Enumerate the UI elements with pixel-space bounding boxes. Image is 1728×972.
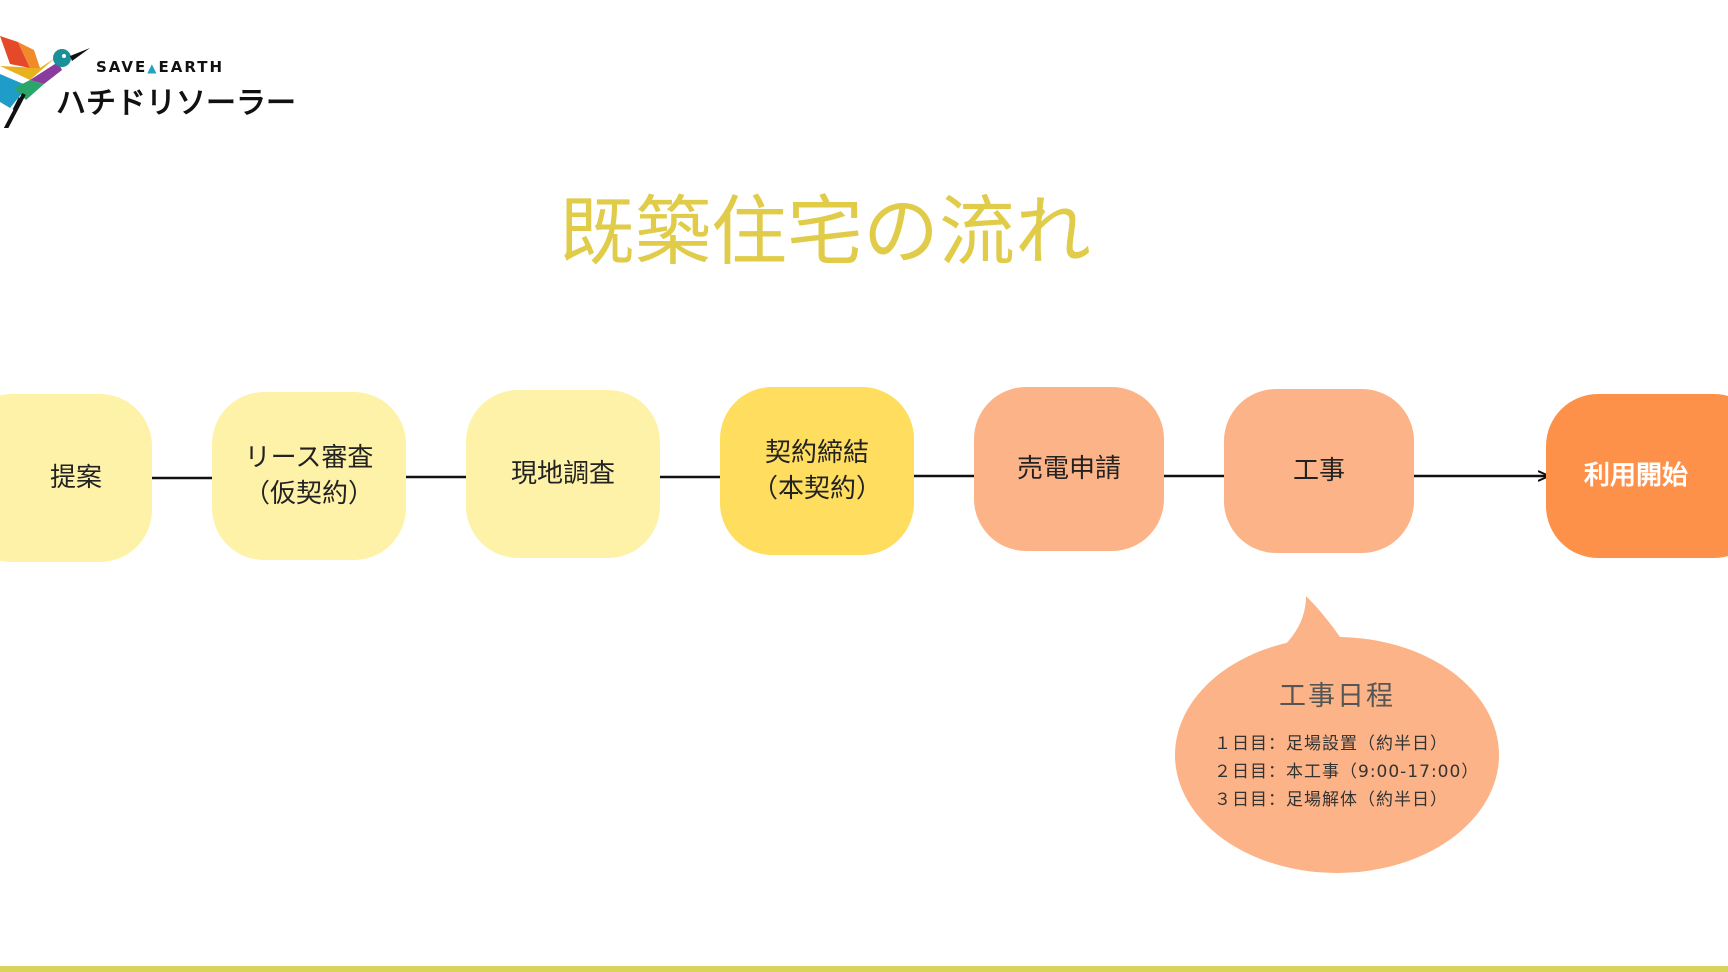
- flow-step-contract: 契約締結 （本契約）: [720, 387, 914, 555]
- step-label: 現地調査: [510, 459, 615, 489]
- step-sublabel: （仮契約）: [243, 479, 374, 509]
- step-label: 契約締結: [764, 438, 869, 468]
- page-title: 既築住宅の流れ: [559, 187, 1091, 276]
- logo: SAVE▲EARTH ハチドリソーラー: [0, 28, 296, 128]
- schedule-line: ３日目：足場解体（約半日）: [1214, 790, 1448, 810]
- step-label: 利用開始: [1583, 461, 1688, 491]
- water-drop-icon: ▲: [147, 61, 159, 75]
- schedule-list: １日目：足場設置（約半日） ２日目：本工事（9:00-17:00） ３日目：足場…: [1214, 730, 1479, 814]
- schedule-bubble: 工事日程 １日目：足場設置（約半日） ２日目：本工事（9:00-17:00） ３…: [1172, 592, 1502, 874]
- step-label: 提案: [49, 463, 102, 493]
- bottom-divider: [0, 966, 1728, 972]
- hummingbird-icon: [0, 36, 90, 128]
- logo-wordmark: ハチドリソーラー: [56, 86, 296, 121]
- flow-step-construction: 工事: [1224, 389, 1414, 553]
- flow-step-proposal: 提案: [0, 394, 152, 562]
- flow-step-power-application: 売電申請: [974, 387, 1164, 551]
- flow-step-start-use: 利用開始: [1546, 394, 1728, 558]
- step-label: リース審査: [244, 443, 374, 473]
- speech-bubble-shape: [1175, 596, 1499, 873]
- schedule-title: 工事日程: [1279, 681, 1395, 712]
- schedule-line: １日目：足場設置（約半日）: [1214, 734, 1448, 754]
- step-sublabel: （本契約）: [751, 474, 882, 504]
- step-label: 工事: [1292, 456, 1345, 486]
- flow-step-site-survey: 現地調査: [466, 390, 660, 558]
- schedule-line: ２日目：本工事（9:00-17:00）: [1214, 762, 1480, 782]
- logo-tagline: SAVE▲EARTH: [96, 58, 225, 76]
- flow-step-lease-screening: リース審査 （仮契約）: [212, 392, 406, 560]
- step-label: 売電申請: [1016, 454, 1121, 484]
